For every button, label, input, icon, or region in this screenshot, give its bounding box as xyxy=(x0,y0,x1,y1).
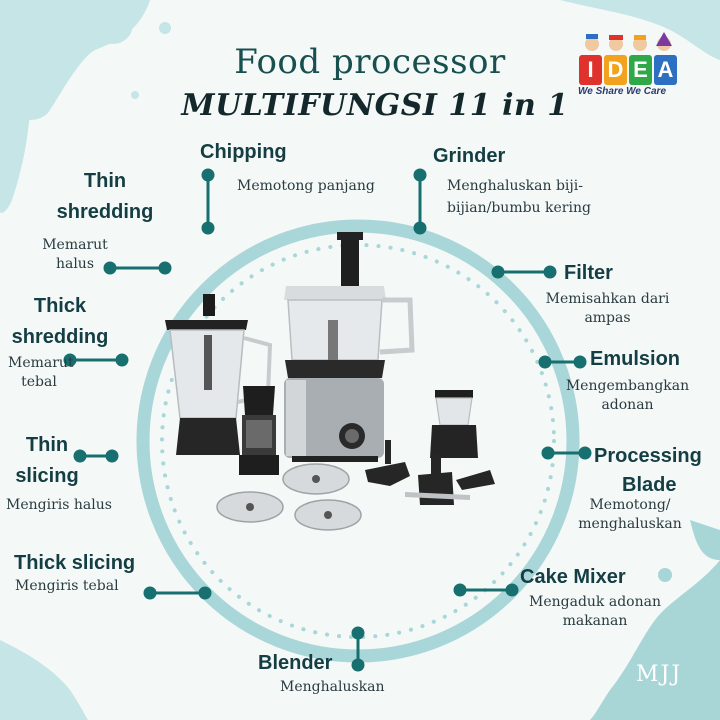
thin-slicing-label: Thin slicing xyxy=(12,430,82,492)
thin-shredding-label-line-2: shredding xyxy=(56,201,154,223)
blade-attachments xyxy=(365,440,495,505)
filter-desc-line-2: ampas xyxy=(584,310,631,326)
processing-blade-label-line-1: Processing xyxy=(594,445,702,467)
connector-lines xyxy=(63,168,592,672)
thick-shredding-label: Thick shredding xyxy=(0,291,120,353)
cake-mixer-desc-line-2: makanan xyxy=(562,613,628,629)
grinder-desc: Menghaluskan biji- bijian/bumbu kering xyxy=(447,177,591,218)
thin-slicing-label-line-2: slicing xyxy=(15,465,79,487)
logo-letter-i: I xyxy=(579,55,602,85)
chipping-label: Chipping xyxy=(200,141,287,163)
kids-illustration-icon xyxy=(585,32,672,51)
slicing-discs xyxy=(216,463,362,531)
thin-shredding-desc-line-2: halus xyxy=(55,256,95,272)
strainer-cup xyxy=(239,386,279,475)
logo-letter-d: D xyxy=(604,55,627,85)
processing-blade-label-line-2: Blade xyxy=(622,474,677,496)
main-processor-unit xyxy=(284,232,415,462)
splash-bottom-left xyxy=(0,640,88,720)
processing-blade-label: Processing Blade xyxy=(590,442,718,500)
emulsion-label: Emulsion xyxy=(590,348,681,370)
processing-blade-desc: Memotong/ menghaluskan xyxy=(565,496,695,534)
thick-shredding-desc-line-2: tebal xyxy=(21,374,57,390)
grinder-desc-line-2: bijian/bumbu kering xyxy=(447,200,591,216)
logo-letter-a: A xyxy=(654,55,677,85)
blender-desc: Menghaluskan xyxy=(280,679,385,695)
thick-shredding-desc-line-1: Memarut xyxy=(8,355,74,371)
emulsion-desc-line-1: Mengembangkan xyxy=(565,378,690,394)
thick-shredding-desc: Memarut tebal xyxy=(8,354,74,392)
watermark-mjj: MJJ xyxy=(636,662,683,687)
processing-blade-desc-line-1: Memotong/ xyxy=(589,497,671,513)
blender-label: Blender xyxy=(258,652,333,674)
logo-tagline: We Share We Care xyxy=(578,86,667,97)
idea-logo-letters: I D E A xyxy=(579,55,677,85)
splash-top-left xyxy=(0,0,171,213)
emulsion-desc: Mengembangkan adonan xyxy=(555,377,700,415)
thick-shredding-label-line-1: Thick xyxy=(33,295,87,317)
blender-jug xyxy=(165,294,273,455)
cake-mixer-desc-line-1: Mengaduk adonan xyxy=(529,594,661,610)
processing-blade-desc-line-2: menghaluskan xyxy=(578,516,682,532)
title-line-2: MULTIFUNGSI 11 in 1 xyxy=(181,88,569,123)
filter-label: Filter xyxy=(564,262,613,284)
logo-letter-e: E xyxy=(629,55,652,85)
thin-shredding-desc-line-1: Memarut xyxy=(42,237,108,253)
thin-shredding-label: Thin shredding xyxy=(50,166,160,228)
cake-mixer-label: Cake Mixer xyxy=(520,566,626,588)
filter-desc: Memisahkan dari ampas xyxy=(535,290,680,328)
emulsion-desc-line-2: adonan xyxy=(601,397,654,413)
thick-shredding-label-line-2: shredding xyxy=(11,326,109,348)
thin-shredding-label-line-1: Thin xyxy=(83,170,127,192)
idea-logo xyxy=(578,26,678,98)
title-line-1: Food processor xyxy=(234,42,506,82)
dotted-ring xyxy=(160,243,556,639)
thin-slicing-label-line-1: Thin xyxy=(25,434,69,456)
thin-slicing-desc: Mengiris halus xyxy=(6,497,112,513)
thick-slicing-desc: Mengiris tebal xyxy=(15,578,119,594)
food-processor-set-illustration xyxy=(165,232,495,531)
thin-shredding-desc: Memarut halus xyxy=(35,236,115,274)
grinder-desc-line-1: Menghaluskan biji- xyxy=(447,178,583,194)
grinder-cup xyxy=(430,390,478,458)
grinder-label: Grinder xyxy=(433,145,506,167)
splash-bottom-right xyxy=(590,520,720,720)
filter-desc-line-1: Memisahkan dari xyxy=(545,291,670,307)
splash-top-right xyxy=(560,0,720,60)
thick-slicing-label: Thick slicing xyxy=(14,552,136,574)
cake-mixer-desc: Mengaduk adonan makanan xyxy=(515,593,675,631)
chipping-desc: Memotong panjang xyxy=(237,178,375,194)
